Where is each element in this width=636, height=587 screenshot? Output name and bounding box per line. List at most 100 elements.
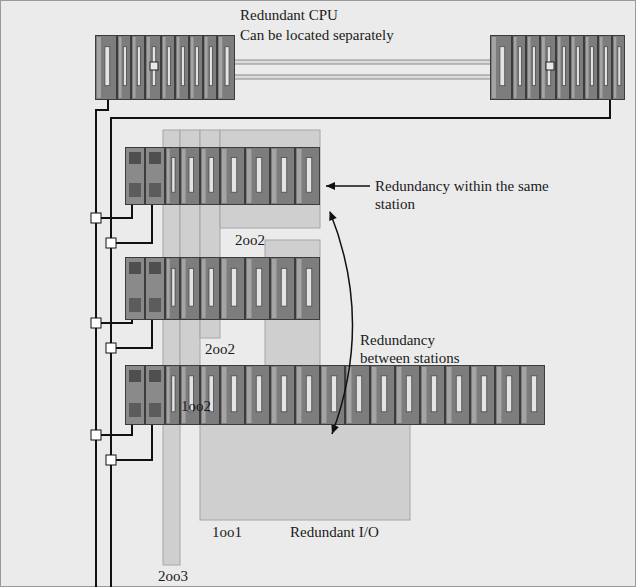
module <box>613 36 625 100</box>
group-label: 1oo1 <box>212 523 242 541</box>
module-label-slot <box>356 376 362 412</box>
module-edge <box>572 37 575 98</box>
module-label-slot <box>281 376 287 412</box>
module-edge <box>222 259 227 318</box>
module-edge <box>497 367 502 423</box>
im-connector <box>149 403 161 417</box>
module-edge <box>272 367 277 423</box>
module <box>181 148 200 205</box>
module <box>421 366 445 425</box>
module-label-slot <box>576 47 579 86</box>
module-edge <box>322 367 327 423</box>
module-label-slot <box>618 47 621 86</box>
module-label-slot <box>172 157 175 192</box>
bus-connectors <box>91 213 116 465</box>
module-edge <box>97 37 101 98</box>
module-label-slot <box>189 268 193 306</box>
module <box>221 148 245 205</box>
heading-label: Can be located separately <box>240 26 394 44</box>
callout-arrows <box>326 186 370 434</box>
group-redundant-io <box>265 240 320 380</box>
im-module <box>126 148 145 205</box>
module <box>371 366 395 425</box>
module-edge <box>167 259 170 318</box>
group-2oo2-within <box>220 130 320 228</box>
module-label-slot <box>306 268 312 306</box>
module-label-slot <box>331 376 337 412</box>
module <box>221 258 245 320</box>
module <box>190 36 203 100</box>
module-label-slot <box>256 268 262 306</box>
module-edge <box>297 259 302 318</box>
module-label-slot <box>256 376 262 412</box>
module <box>146 36 161 100</box>
module-label-slot <box>406 376 412 412</box>
cpu-key <box>150 62 158 70</box>
module-edge <box>167 149 170 203</box>
module-label-slot <box>181 47 184 86</box>
module <box>491 36 512 100</box>
group-2oo2-between <box>200 130 220 338</box>
module <box>118 36 131 100</box>
module-label-slot <box>532 47 535 86</box>
module-edge <box>614 37 616 98</box>
im-module <box>146 148 165 205</box>
module-label-slot <box>531 376 537 412</box>
module-label-slot <box>209 157 213 192</box>
module-edge <box>542 37 545 98</box>
module-label-slot <box>481 376 487 412</box>
module-label-slot <box>172 376 175 412</box>
group-label: 1oo2 <box>181 397 211 415</box>
interface-modules <box>126 148 165 205</box>
module <box>166 258 180 320</box>
module-edge <box>586 37 589 98</box>
module <box>166 366 180 425</box>
im-connector <box>149 183 161 197</box>
module-edge <box>297 367 302 423</box>
cpu-rack <box>490 36 625 100</box>
im-module <box>126 366 145 425</box>
module-label-slot <box>506 376 512 412</box>
module <box>201 258 220 320</box>
module <box>246 258 270 320</box>
im-display <box>149 262 161 274</box>
module-edge <box>600 37 603 98</box>
module <box>521 366 545 425</box>
module <box>471 366 495 425</box>
module <box>541 36 556 100</box>
module <box>132 36 145 100</box>
module <box>218 36 235 100</box>
module-label-slot <box>456 376 462 412</box>
callout-label: Redundancy within the same station <box>375 177 551 213</box>
im-display <box>129 152 141 164</box>
module-edge <box>219 37 222 98</box>
group-label: Redundant I/O <box>290 523 379 541</box>
module-edge <box>167 367 170 423</box>
module-label-slot <box>231 376 237 412</box>
module <box>321 366 345 425</box>
group-1oo2 <box>180 130 200 395</box>
module-label-slot <box>306 157 312 192</box>
module-edge <box>182 149 186 203</box>
module-edge <box>202 367 206 423</box>
module-edge <box>191 37 194 98</box>
module-label-slot <box>306 376 312 412</box>
module <box>181 258 200 320</box>
module-label-slot <box>137 47 140 86</box>
module-label-slot <box>500 47 505 86</box>
module-edge <box>205 37 208 98</box>
im-display <box>149 152 161 164</box>
module <box>346 366 370 425</box>
module <box>527 36 540 100</box>
module <box>221 366 245 425</box>
module <box>162 36 175 100</box>
module <box>296 258 320 320</box>
module <box>513 36 526 100</box>
cpu-key <box>546 62 554 70</box>
module <box>176 36 189 100</box>
module-edge <box>372 367 377 423</box>
module-label-slot <box>590 47 593 86</box>
module-edge <box>222 149 227 203</box>
module-edge <box>514 37 517 98</box>
module <box>246 148 270 205</box>
